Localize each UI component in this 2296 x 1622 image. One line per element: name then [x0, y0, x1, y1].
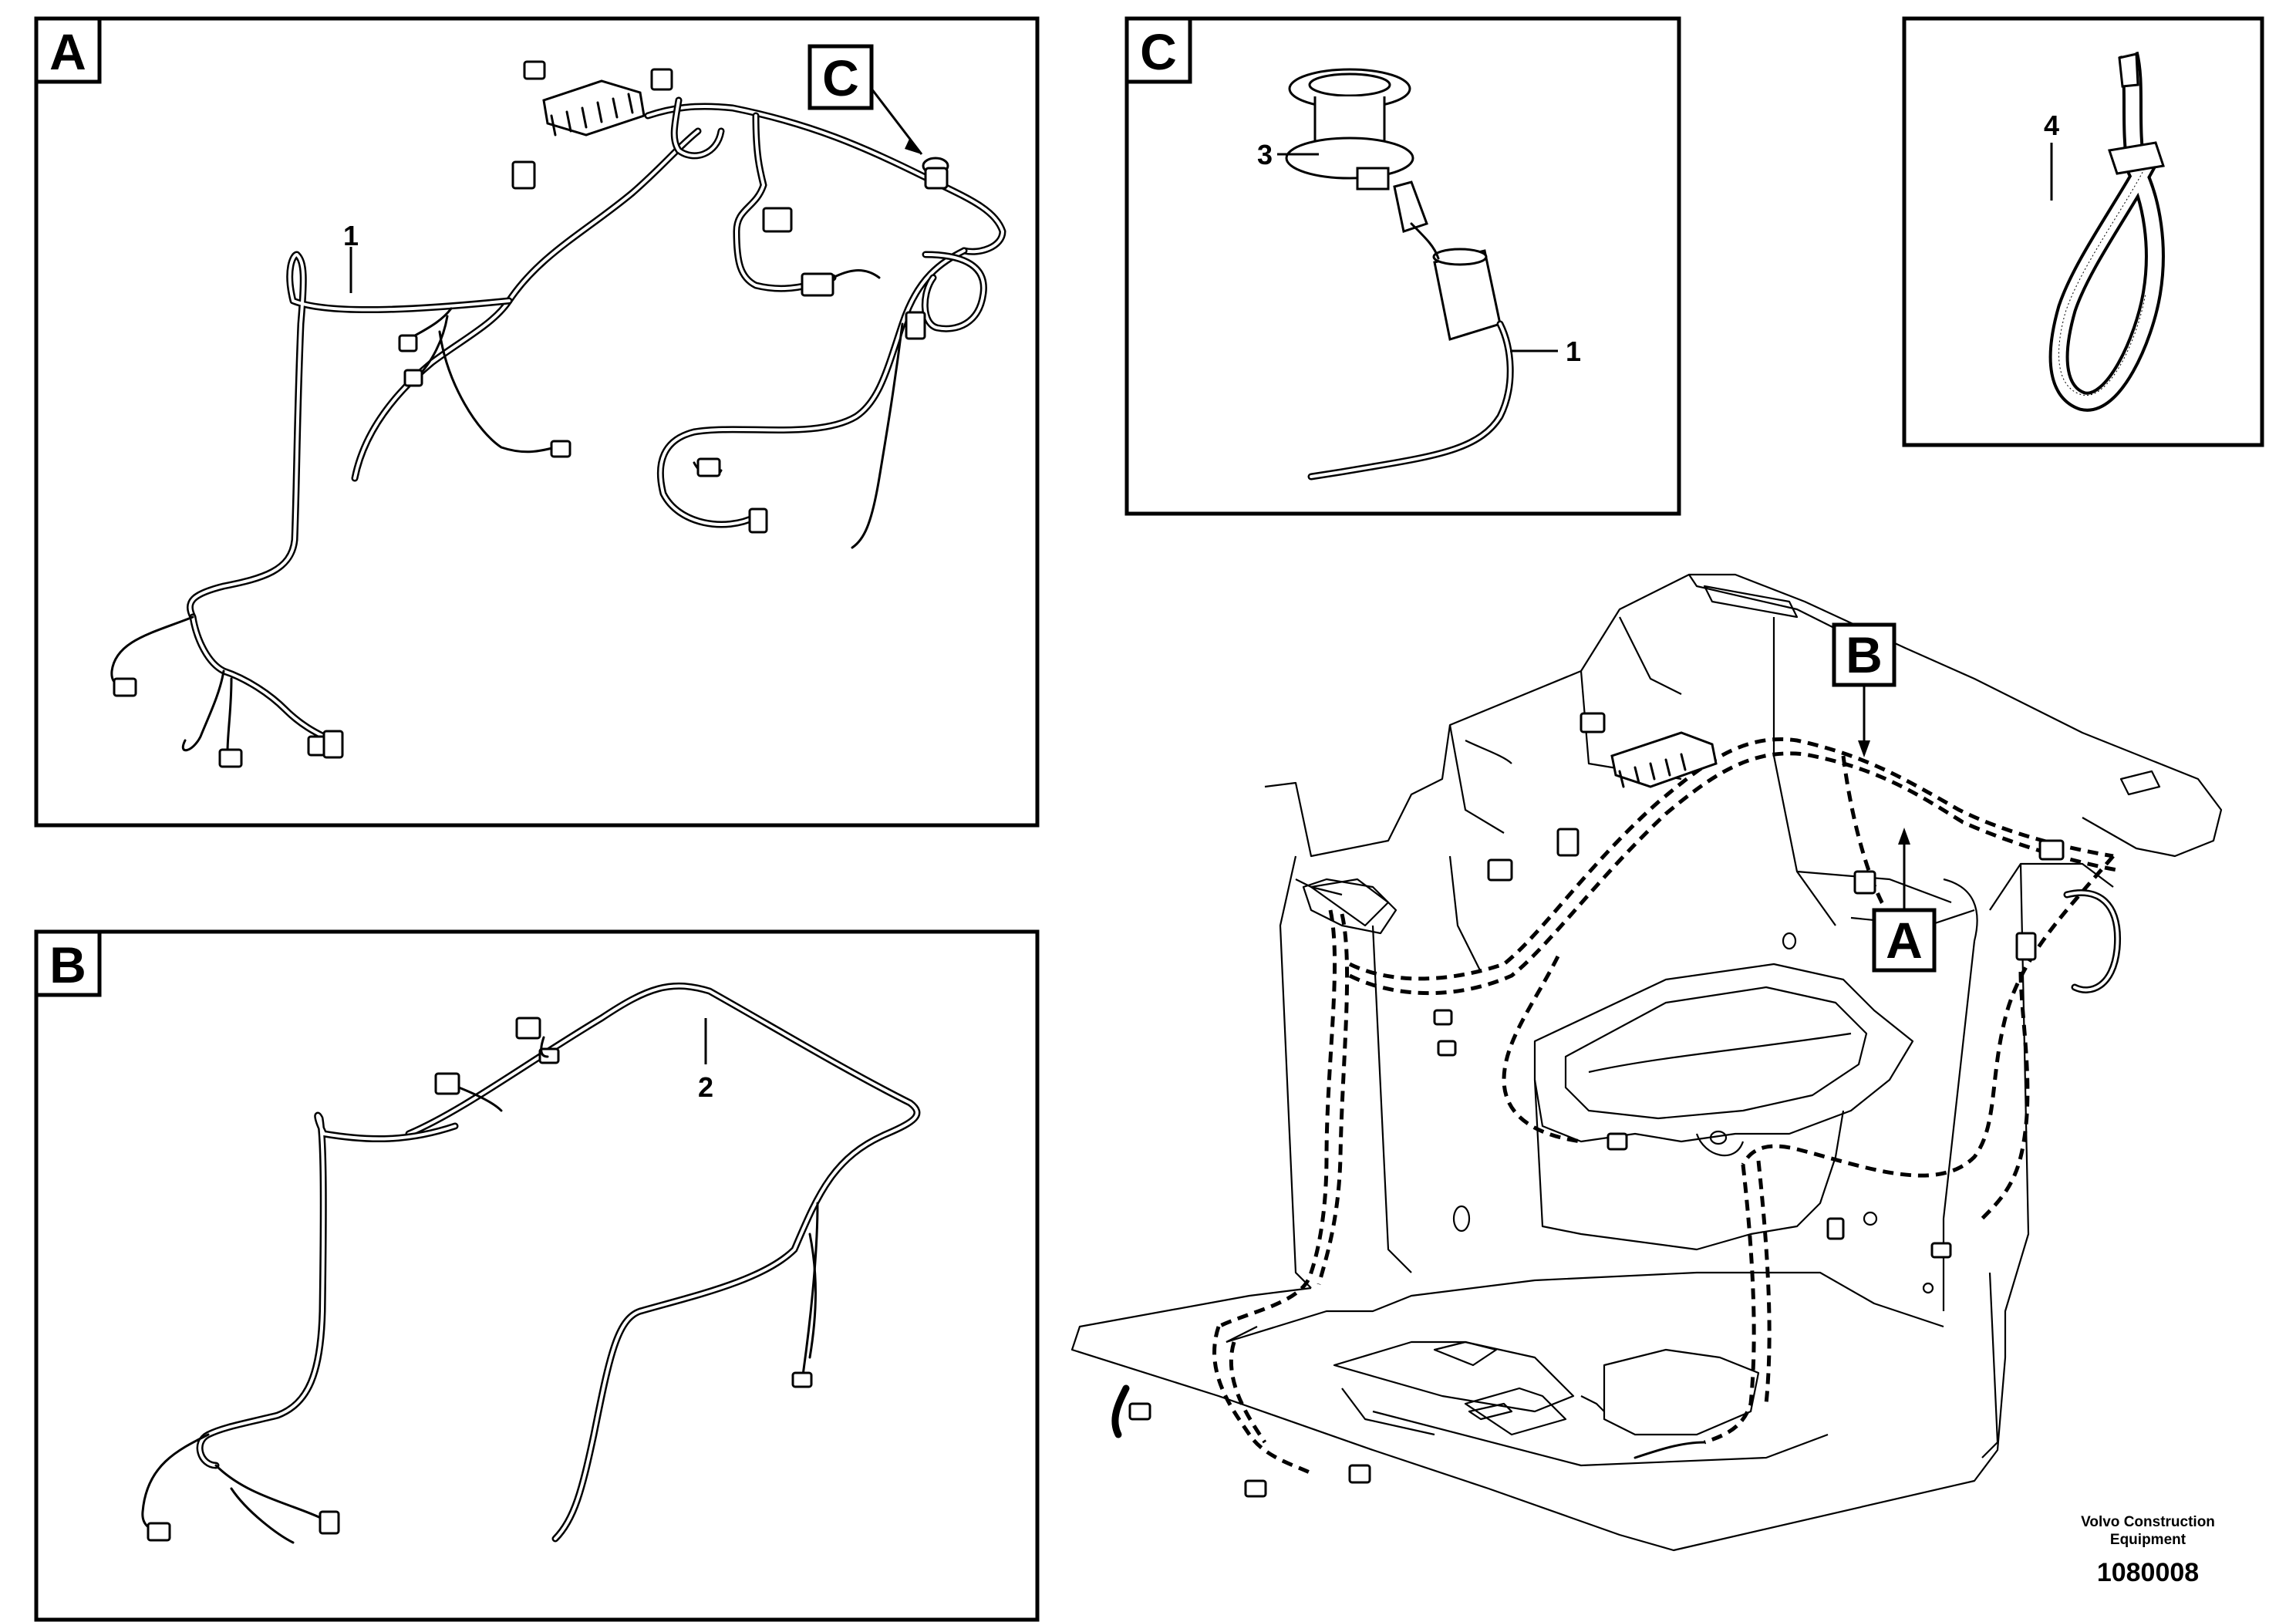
overview-connectors — [1111, 712, 2122, 1498]
panel-c-callout-3: 3 — [1257, 139, 1273, 170]
overview-marker-a-box — [1872, 908, 1937, 973]
panel-b-tag: B — [49, 936, 86, 993]
footer-brand: Volvo Construction Equipment — [2055, 1513, 2240, 1549]
footer-brand-line1: Volvo Construction — [2081, 1514, 2215, 1530]
panel-b-callout-2: 2 — [698, 1071, 713, 1103]
socket-3-drawing — [1285, 68, 1514, 481]
overview-harness-routes — [1212, 737, 2118, 1475]
cable-tie-drawing — [2048, 51, 2165, 412]
detail-c-ref-box — [807, 44, 874, 110]
panel-cable-tie: 4 — [1902, 16, 2264, 447]
overview-marker-b: B — [1846, 626, 1883, 683]
harness-2-drawing — [141, 982, 921, 1544]
overview-drawing: B A — [1070, 573, 2223, 1552]
panel-b: B 2 — [34, 929, 1040, 1622]
panel-c-callout-1: 1 — [1566, 336, 1581, 367]
panel-b-tag-box — [34, 929, 102, 997]
panel-c-tag-box — [1124, 16, 1192, 84]
harness-1-drawing — [110, 60, 1006, 768]
panel-c-tag: C — [1140, 23, 1177, 80]
footer-brand-line2: Equipment — [2109, 1532, 2186, 1548]
panel-a-tag-box — [34, 16, 102, 84]
socket-small — [922, 157, 949, 190]
detail-c-ref-tag: C — [822, 49, 859, 106]
panel-a-callout-1: 1 — [343, 220, 359, 251]
overview-marker-a: A — [1886, 912, 1923, 969]
panel-c: C 3 1 — [1124, 16, 1681, 516]
relay-block — [511, 68, 673, 190]
tie-callout-4: 4 — [2044, 110, 2059, 141]
overview-marker-b-box — [1832, 622, 1896, 687]
panel-a: A — [34, 16, 1040, 828]
panel-a-tag: A — [49, 23, 86, 80]
figure-code: 1080008 — [2096, 1558, 2200, 1587]
